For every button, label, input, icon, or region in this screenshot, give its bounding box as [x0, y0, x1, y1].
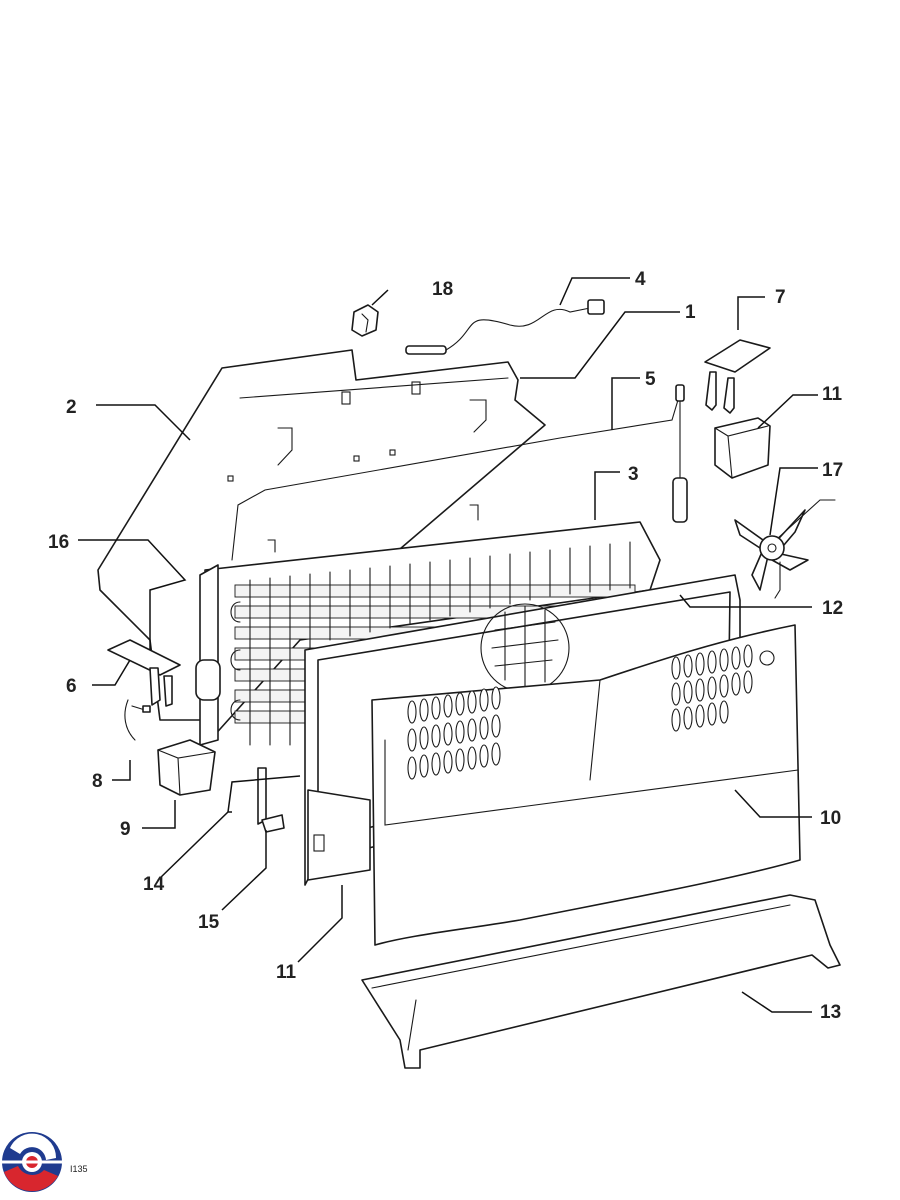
- callout-3: 3: [628, 464, 639, 485]
- part-clip-18: [351, 304, 379, 337]
- callout-4: 4: [635, 269, 646, 290]
- part-cover-9: [157, 739, 216, 796]
- callout-13: 13: [820, 1002, 841, 1023]
- part-motor-bracket-upper: [714, 417, 771, 479]
- part-front-panel: [371, 624, 801, 946]
- leader-lines: [78, 277, 818, 1013]
- callout-6: 6: [66, 676, 77, 697]
- callout-16: 16: [48, 532, 69, 553]
- callout-11-upper: 11: [822, 384, 843, 405]
- brand-swirl-logo: [2, 1132, 62, 1192]
- callout-15: 15: [198, 912, 220, 933]
- part-lamp-holder: [107, 639, 181, 707]
- callout-7: 7: [775, 287, 786, 308]
- callout-9: 9: [120, 819, 131, 840]
- part-support-rod: [257, 767, 285, 833]
- part-fan-motor: [734, 499, 836, 599]
- part-wire-connector: [124, 699, 151, 741]
- callout-14: 14: [143, 874, 165, 895]
- callout-10: 10: [820, 808, 841, 829]
- callout-8: 8: [92, 771, 103, 792]
- part-bracket-7: [704, 339, 771, 414]
- panel-vent-slots-right: [671, 644, 753, 732]
- callout-1: 1: [685, 302, 696, 323]
- part-bottom-trim: [361, 894, 841, 1069]
- callout-2: 2: [66, 397, 77, 418]
- callout-12: 12: [822, 598, 843, 619]
- callout-5: 5: [645, 369, 656, 390]
- callout-18: 18: [432, 279, 453, 300]
- callout-17: 17: [822, 460, 843, 481]
- callout-11-lower: 11: [276, 962, 297, 983]
- part-side-channel-lower: [307, 789, 371, 881]
- panel-vent-slots-left: [407, 686, 501, 780]
- callout-labels: 18 4 1 7 2 5 11 3 17 16 12 6 8 10 9 14 1…: [48, 269, 843, 1023]
- part-defrost-wire: [231, 384, 688, 561]
- page-code: I135: [70, 1164, 88, 1174]
- part-sensor-probe: [405, 299, 605, 355]
